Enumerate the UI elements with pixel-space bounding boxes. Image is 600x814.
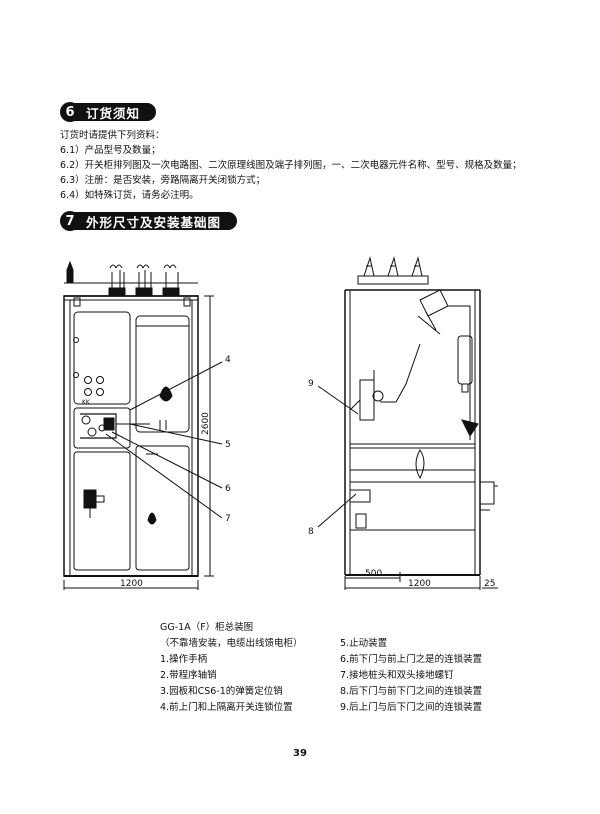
kk-label: KK [82, 399, 91, 406]
order-note-item: 6.3）注册：是否安装，旁路隔离开关闭锁方式； [60, 175, 266, 186]
section-6-header: 6 订货须知 [60, 101, 157, 123]
callout-9: 9 [308, 379, 314, 389]
dimension-25: 25 [484, 579, 495, 589]
page-number: 39 [293, 748, 307, 759]
callout-5: 5 [225, 440, 231, 450]
dimension-1200: 1200 [408, 579, 431, 589]
caption-item: 6.前下门与前上门之是的连锁装置 [340, 654, 483, 665]
caption-left: GG-1A（F）柜总装图 （不靠墙安装，电缆出线馈电柜） 1.操作手柄 2.带程… [160, 620, 303, 716]
caption-item: 5.止动装置 [340, 638, 388, 649]
order-note-item: 6.1）产品型号及数量； [60, 145, 161, 156]
cabinet-drawing: KK 2600 1200 4 5 6 [63, 256, 498, 590]
section-7-header: 7 外形尺寸及安装基础图 [60, 210, 238, 232]
width-dimension: 1200 [120, 579, 143, 589]
section-7-number: 7 [60, 211, 80, 231]
bushings [108, 264, 180, 297]
dimension-500: 500 [365, 569, 382, 579]
height-dimension: 2600 [201, 412, 211, 435]
caption-item: 1.操作手柄 [160, 654, 208, 665]
callout-6: 6 [225, 484, 231, 494]
side-view: 500 1200 25 9 8 [308, 256, 498, 590]
caption-right: 5.止动装置 6.前下门与前上门之是的连锁装置 7.接地桩头和双头接地螺钉 8.… [340, 636, 482, 716]
front-view: KK 2600 1200 4 5 6 [63, 260, 231, 590]
callout-7: 7 [225, 514, 231, 524]
section-6-number: 6 [60, 102, 80, 122]
order-note-item: 6.2）开关柜排列图及一次电路图、二次原理线图及端子排列图，一、二次电器元件名称… [60, 160, 522, 171]
caption-item: 8.后下门与前下门之间的连锁装置 [340, 686, 483, 697]
order-notes: 订货时请提供下列资料： 6.1）产品型号及数量； 6.2）开关柜排列图及一次电路… [60, 128, 522, 203]
section-7-title: 外形尺寸及安装基础图 [74, 212, 238, 230]
callout-8: 8 [308, 527, 314, 537]
caption-item: 3.园板和CS6-1的弹簧定位销 [160, 686, 283, 697]
order-notes-intro: 订货时请提供下列资料： [60, 130, 165, 141]
order-note-item: 6.4）如特殊订货，请务必注明。 [60, 190, 199, 201]
caption-item: 9.后上门与后下门之间的连锁装置 [340, 702, 483, 713]
caption-title: GG-1A（F）柜总装图 [160, 622, 254, 633]
caption-item: 4.前上门和上隔离开关连锁位置 [160, 702, 293, 713]
section-6-title: 订货须知 [74, 103, 157, 121]
caption-item: 7.接地桩头和双头接地螺钉 [340, 670, 454, 681]
caption-subtitle: （不靠墙安装，电缆出线馈电柜） [160, 638, 303, 649]
caption-item: 2.带程序轴销 [160, 670, 217, 681]
callout-4: 4 [225, 355, 231, 365]
